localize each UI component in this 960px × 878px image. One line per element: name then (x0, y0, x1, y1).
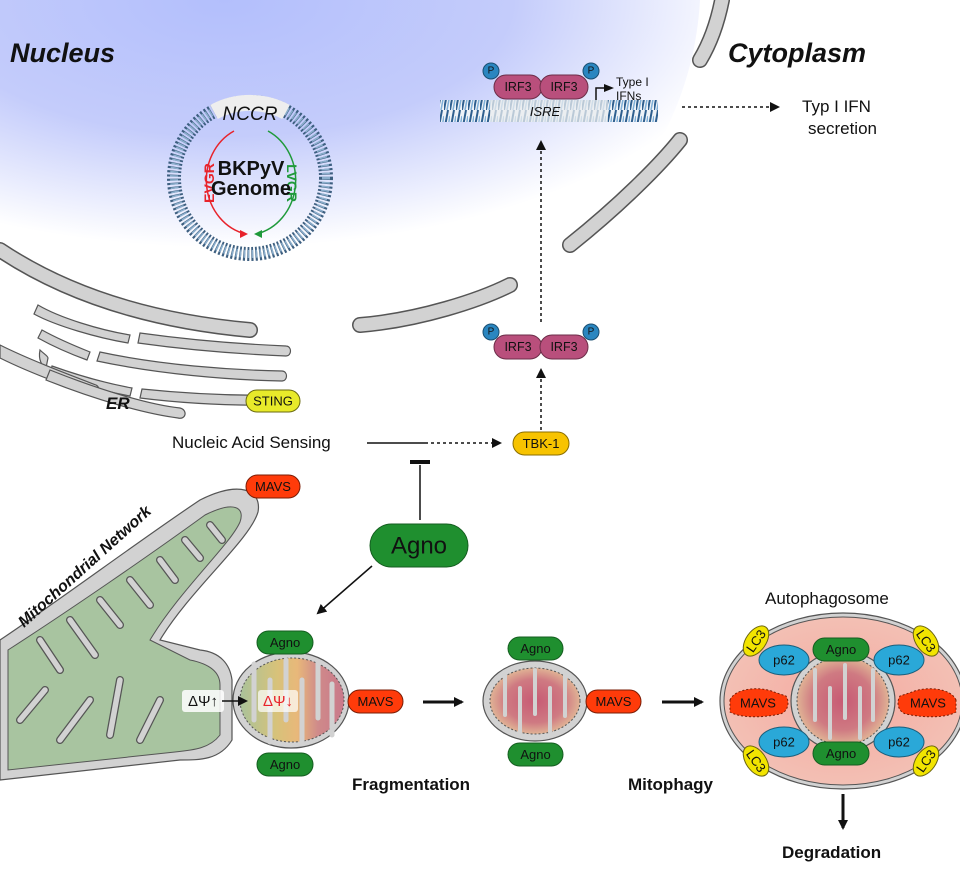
fragmentation-label: Fragmentation (352, 775, 470, 794)
autophagosome-label: Autophagosome (765, 589, 889, 608)
p62-label: p62 (773, 735, 795, 750)
mavs-label: MAVS (910, 696, 946, 711)
irf3-dimer-cytoplasmic: IRF3 IRF3 P P (482, 323, 600, 360)
irf3-label: IRF3 (504, 340, 531, 354)
agno-protein: Agno (369, 523, 469, 568)
mavs-protein: MAVS (897, 688, 957, 718)
bkpyv-genome: NCCR EVGR LVGR BKPyV Genome (167, 95, 333, 261)
agno-protein: Agno (812, 637, 870, 662)
agno-protein: Agno (507, 742, 564, 767)
mitophagy-label: Mitophagy (628, 775, 714, 794)
isre-dna: ISRE Type I IFNs (440, 75, 658, 122)
genome-title-line2: Genome (211, 178, 291, 200)
mavs-label: MAVS (740, 696, 776, 711)
sting-protein: STING (245, 389, 301, 413)
irf3-label: IRF3 (504, 80, 531, 94)
agno-protein: Agno (507, 636, 564, 661)
delta-psi-high-label: ΔΨ↑ (188, 693, 218, 710)
mavs-protein: MAVS (729, 688, 789, 718)
irf3-label: IRF3 (550, 80, 577, 94)
delta-psi-low-label: ΔΨ↓ (263, 693, 293, 710)
p62-protein: p62 (758, 726, 810, 758)
endoplasmic-reticulum (0, 304, 294, 419)
agno-protein: Agno (256, 752, 314, 777)
p62-label: p62 (888, 735, 910, 750)
type1-ifns-line1: Type I (616, 75, 649, 89)
mavs-label: MAVS (255, 479, 291, 494)
agno-label: Agno (826, 746, 856, 761)
sting-label: STING (253, 394, 293, 409)
agno-protein: Agno (812, 741, 870, 766)
agno-label: Agno (826, 642, 856, 657)
er-label: ER (106, 394, 130, 413)
p62-protein: p62 (873, 644, 925, 676)
genome-title-line1: BKPyV (218, 158, 285, 180)
nccr-label: NCCR (223, 104, 278, 125)
agno-label: Agno (270, 757, 300, 772)
evgr-label: EVGR (201, 163, 217, 203)
agno-label: Agno (520, 747, 550, 762)
agno-protein: Agno (256, 630, 314, 655)
agno-label: Agno (520, 641, 550, 656)
mavs-protein: MAVS (245, 474, 301, 499)
tbk1-label: TBK-1 (523, 436, 560, 451)
mavs-label: MAVS (358, 694, 394, 709)
phospho-icon: P (488, 327, 495, 338)
phospho-icon: P (488, 66, 495, 77)
nucleic-acid-sensing-label: Nucleic Acid Sensing (172, 433, 331, 452)
isre-label: ISRE (530, 104, 561, 119)
nucleus-label: Nucleus (10, 38, 115, 68)
lvgr-arrow (255, 130, 297, 235)
secretion-line1: Typ I IFN (802, 97, 871, 116)
irf3-dimer-nuclear: IRF3 IRF3 P P (482, 62, 600, 100)
agno-to-mitochondria-arrow (316, 565, 373, 615)
mavs-label: MAVS (596, 694, 632, 709)
p62-label: p62 (773, 653, 795, 668)
p62-label: p62 (888, 653, 910, 668)
irf3-label: IRF3 (550, 340, 577, 354)
p62-protein: p62 (758, 644, 810, 676)
evgr-arrow (205, 130, 247, 235)
phospho-icon: P (588, 327, 595, 338)
cytoplasm-label: Cytoplasm (728, 38, 866, 68)
type1-ifns-line2: IFNs (616, 89, 641, 103)
agno-label: Agno (391, 533, 447, 560)
p62-protein: p62 (873, 726, 925, 758)
tbk1-protein: TBK-1 (512, 431, 570, 456)
mavs-protein: MAVS (585, 689, 642, 714)
lvgr-label: LVGR (284, 164, 300, 202)
degradation-label: Degradation (782, 843, 881, 862)
mavs-protein: MAVS (347, 689, 404, 714)
secretion-line2: secretion (808, 119, 877, 138)
phospho-icon: P (588, 66, 595, 77)
lc3-protein: LC3 (742, 625, 770, 657)
fragmented-mitochondrion (482, 660, 588, 742)
agno-label: Agno (270, 635, 300, 650)
